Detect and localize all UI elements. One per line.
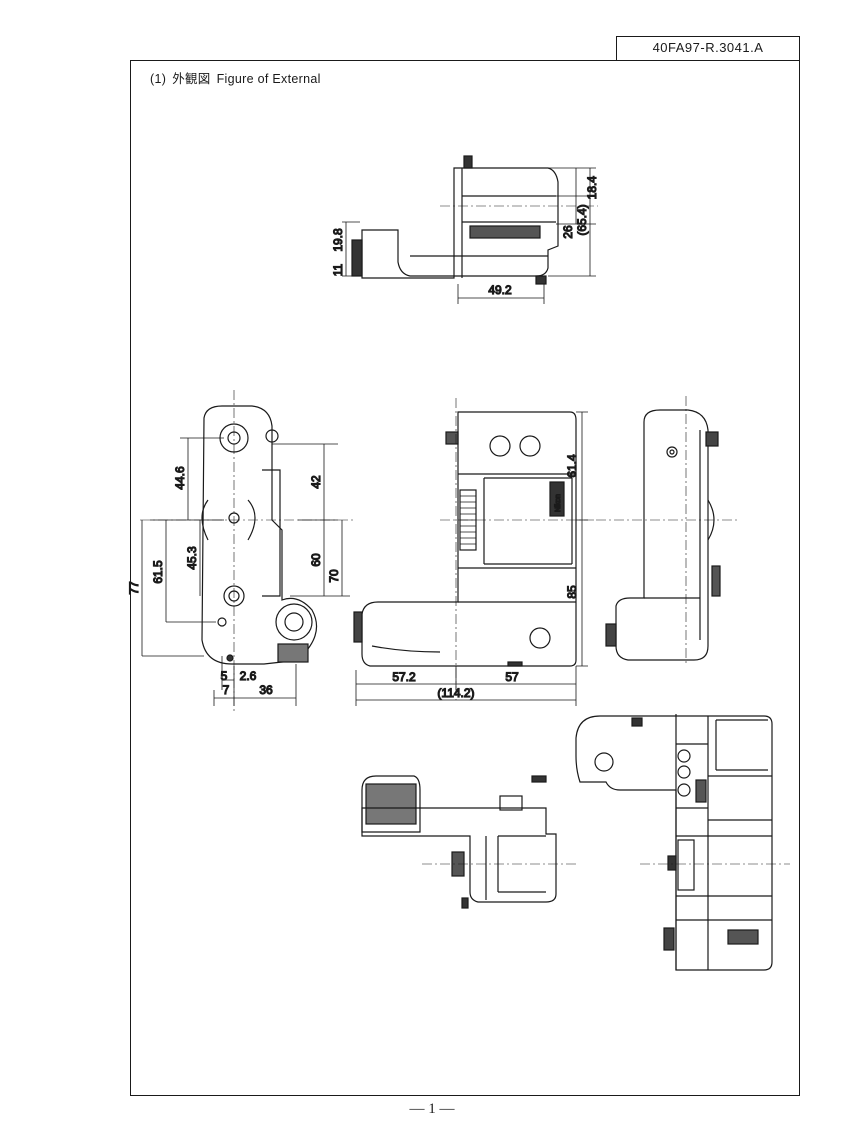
dim-57: 57 <box>505 670 519 684</box>
section-title: (1) 外観図 Figure of External <box>150 68 321 87</box>
nikon-badge-label: Nikon <box>555 494 562 512</box>
bottom-view-plate <box>499 795 523 811</box>
bottom-view-grip-rubber <box>365 783 417 825</box>
front-view-nikon-badge <box>549 481 565 517</box>
dim-60: 60 <box>309 553 323 567</box>
dim-65-4: (65.4) <box>575 204 589 235</box>
front-view-body <box>361 411 577 667</box>
front-view-button-1 <box>489 435 511 457</box>
left-view-small-screw <box>217 617 227 627</box>
left-view: 44.6 42 45.3 61.5 77 60 70 5 2.6 7 36 <box>126 390 354 712</box>
top-view: 18.4 26 (65.4) 19.8 11 49.2 <box>330 155 600 304</box>
bottom-view-grip-outline <box>361 775 421 833</box>
right-view-knob-mid <box>711 565 721 597</box>
front-view-side-knob <box>353 611 363 643</box>
dim-85: 85 <box>565 585 579 599</box>
front-view-top-knob <box>445 431 459 445</box>
dim-19-8: 19.8 <box>331 228 345 252</box>
detail-view-body <box>575 715 773 971</box>
right-view-knob-top <box>705 431 719 447</box>
right-view-knob-side <box>605 623 617 647</box>
section-number: (1) <box>150 72 167 86</box>
right-view-screw-inner <box>669 449 675 455</box>
detail-view-plug <box>667 855 677 871</box>
dim-11: 11 <box>331 263 345 276</box>
front-view: Nikon 61.4 85 57.2 57 (114.2) <box>353 398 596 706</box>
detail-view-button <box>594 752 614 772</box>
dim-57-2: 57.2 <box>392 670 416 684</box>
front-view-button-2 <box>519 435 541 457</box>
bottom-view-top-button <box>531 775 547 783</box>
left-view-contact-plate <box>201 469 281 597</box>
right-view-screw <box>666 446 678 458</box>
dim-2-6: 2.6 <box>240 669 257 683</box>
detail-view-switch <box>727 929 759 945</box>
left-view-rubber-grip <box>277 643 309 663</box>
detail-view-side-tab <box>663 927 675 951</box>
dim-18-4: 18.4 <box>585 176 599 200</box>
top-view-grip <box>351 239 363 277</box>
document-code: 40FA97-R.3041.A <box>616 36 800 61</box>
detail-view-latch <box>695 779 707 803</box>
dim-26: 26 <box>561 225 575 239</box>
detail-view <box>575 714 790 971</box>
front-view-bottom-foot <box>507 661 523 667</box>
dim-44-6: 44.6 <box>173 466 187 490</box>
detail-view-contact-strip <box>677 839 695 891</box>
left-view-bottom-dot <box>226 654 234 662</box>
top-view-knob <box>469 225 541 239</box>
dim-42: 42 <box>309 475 323 489</box>
right-view-lines <box>644 430 701 640</box>
front-view-dim-lines <box>355 411 588 706</box>
left-view-grip-dial-inner <box>284 612 304 632</box>
right-view-body <box>615 409 709 661</box>
bottom-view-body <box>361 807 557 903</box>
left-view-grip-dial <box>275 603 313 641</box>
top-view-button <box>535 275 547 285</box>
bottom-view-lines <box>485 835 546 900</box>
left-view-body <box>201 405 318 665</box>
top-view-lines <box>410 168 556 278</box>
detail-view-lines <box>675 714 772 970</box>
dim-77: 77 <box>127 581 141 595</box>
front-view-panel-lines <box>371 473 576 653</box>
detail-view-dial-1 <box>677 749 691 763</box>
right-view <box>596 396 738 666</box>
detail-view-top-tab <box>631 717 643 727</box>
top-view-body <box>361 167 559 279</box>
dim-45-3: 45.3 <box>185 546 199 570</box>
top-view-top-knob <box>463 155 473 169</box>
section-title-en: Figure of External <box>216 72 321 86</box>
front-view-grip-button <box>529 627 551 649</box>
top-view-dim-lines <box>342 167 596 304</box>
left-view-knob <box>265 429 279 443</box>
detail-view-dial-2 <box>677 765 691 779</box>
dim-49-2: 49.2 <box>488 283 512 297</box>
dim-5: 5 <box>221 669 228 683</box>
bottom-view <box>361 775 576 909</box>
dim-7: 7 <box>223 683 230 697</box>
drawing-frame <box>130 60 800 1096</box>
dim-114-2: (114.2) <box>437 686 474 700</box>
dim-61-5: 61.5 <box>151 560 165 584</box>
detail-view-dial-3 <box>677 783 691 797</box>
bottom-view-foot <box>461 897 469 909</box>
dim-70: 70 <box>327 569 341 583</box>
dim-36: 36 <box>259 683 273 697</box>
page-number: — 1 — <box>409 1101 455 1117</box>
dim-61-4: 61.4 <box>565 454 579 478</box>
section-title-jp: 外観図 <box>172 72 211 86</box>
